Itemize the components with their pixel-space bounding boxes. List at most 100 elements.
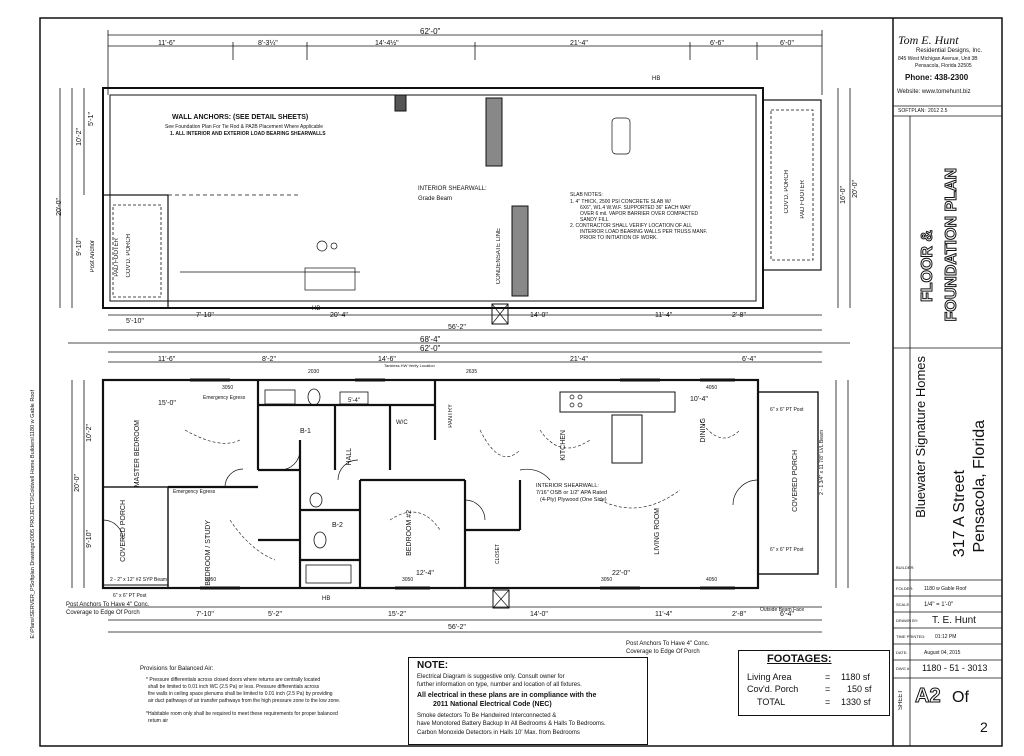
note-line: further information on type, number and … — [417, 682, 582, 688]
window-callout: 2635 — [466, 369, 478, 375]
sheet-of-value: 2 — [980, 719, 988, 735]
room-kitchen: KITCHEN — [560, 430, 567, 461]
post-anchors-note-right: Post Anchors To Have 4" Conc. — [626, 641, 710, 647]
floor-top-dim: 14'-6" — [378, 356, 396, 363]
sheet-title-1: FLOOR & — [919, 230, 937, 303]
provisions-line: shall be limited to 0.01 inch WC (2.5 Pa… — [148, 684, 320, 690]
floor-bottom-dim: 6'-4" — [780, 611, 794, 618]
floor-bottom-dim: 11'-4" — [655, 611, 673, 618]
note-line: Electrical Diagram is suggestive only. C… — [417, 674, 565, 680]
syp-beam: 2 - 2" x 12" #2 SYP Beam — [110, 577, 168, 583]
project-street: 317 A Street — [951, 470, 968, 558]
footage-label: Cov'd. Porch — [747, 684, 799, 694]
emergency-egress-2: Emergency Egress — [173, 489, 216, 495]
room-dim: 12'-4" — [416, 570, 434, 577]
provisions-title: Provisions for Balanced Air: — [140, 666, 214, 672]
wall-anchors-item: 1. ALL INTERIOR AND EXTERIOR LOAD BEARIN… — [170, 131, 326, 137]
floor-plan — [68, 342, 850, 633]
room-dining: DINING — [700, 418, 707, 443]
foundation-right-dim: 20'-0" — [852, 180, 859, 198]
foundation-overall-dim: 62'-0" — [420, 27, 441, 36]
slab-note: SANDY FILL — [580, 217, 609, 223]
foundation-hb: HB — [652, 76, 661, 82]
footage-value: 1330 sf — [841, 697, 871, 707]
condensate-line: CONDENSATE LINE — [496, 228, 502, 285]
provisions-line: *Habitable room only shall be required t… — [146, 711, 338, 717]
covd-porch-left: COV'D. PORCH — [126, 234, 132, 278]
window-callout: 3050 — [222, 385, 234, 391]
electrical-note: NOTE: Electrical Diagram is suggestive o… — [408, 657, 648, 745]
room-hall: HALL — [346, 448, 353, 466]
room-covered-porch-left: COVERED PORCH — [120, 500, 127, 562]
pt-post-right: 6" x 6" PT Post — [770, 407, 804, 413]
window-callout: 3050 — [402, 577, 414, 583]
room-bath-2: B-2 — [332, 522, 343, 529]
foundation-left-dim: 20'-0" — [56, 198, 63, 216]
footage-label: Living Area — [747, 672, 792, 682]
wall-anchors-title: WALL ANCHORS: (SEE DETAIL SHEETS) — [172, 114, 309, 121]
room-master-bedroom: MASTER BEDROOM — [134, 420, 141, 488]
floor-top-dim: 11'-6" — [158, 356, 176, 363]
floor-left-dim: 20'-0" — [74, 474, 81, 492]
softplan-value: 2012 2.5 — [928, 108, 948, 114]
dwg-label: DWG #: — [896, 666, 911, 671]
pad-footer-left: PAD FOOTER — [114, 238, 120, 277]
room-dim: 5'-4" — [348, 398, 360, 404]
provisions-line: air duct pathways of air transfer pathwa… — [148, 698, 341, 704]
sheet-of-label: Of — [952, 689, 969, 706]
footage-eq: = — [825, 684, 831, 694]
slab-note: INTERIOR LOAD BEARING WALLS PER TRUSS MA… — [580, 229, 708, 235]
provisions-line: * Pressure differentials across closed d… — [146, 677, 321, 683]
note-line: All electrical in these plans are in com… — [417, 692, 597, 699]
floor-left-dim: 10'-2" — [86, 424, 93, 442]
foundation-bottom-overall: 56'-2" — [448, 324, 466, 331]
post-anchors-note-right: Coverage to Edge Of Porch — [626, 649, 700, 655]
room-dim: 15'-0" — [158, 400, 176, 407]
floor-overall-dim: 68'-4" — [420, 335, 441, 344]
folder-value: 1180 w Gable Roof — [924, 586, 967, 592]
floor-bottom-overall: 56'-2" — [448, 624, 466, 631]
date-label: DATE: — [896, 650, 908, 655]
scale-value: 1/4" = 1'-0" — [924, 602, 954, 608]
sheet-number: A2 — [915, 685, 942, 707]
grade-beam-label: Grade Beam — [418, 196, 453, 202]
room-dim: 10'-4" — [690, 396, 708, 403]
footages-title: FOOTAGES: — [767, 653, 832, 665]
foundation-top-dim: 11'-6" — [158, 40, 176, 47]
company-address: Pensacola, Florida 32505 — [915, 63, 972, 69]
foundation-top-dim: 6'-6" — [710, 40, 724, 47]
interior-shearwall-label: INTERIOR SHEARWALL: — [418, 186, 487, 192]
lvl-beam: 2 - 1 3/4" x 11 7/8" LVL Beam — [819, 430, 825, 495]
floor-hb: HB — [322, 596, 331, 602]
dwg-value: 1180 - 51 - 3013 — [922, 663, 988, 673]
interior-shearwall-title: INTERIOR SHEARWALL: — [536, 483, 599, 489]
foundation-bottom-dim: 14'-0" — [530, 312, 548, 319]
slab-note: OVER 6 mil. VAPOR BARRIER OVER COMPACTED — [580, 211, 699, 217]
room-living: LIVING ROOM — [654, 508, 661, 555]
interior-shearwall-line: 7/16" OSB or 1/2" APA Rated — [536, 490, 608, 496]
foundation-top-dim: 21'-4" — [570, 40, 588, 47]
time-label: TIME PRINTED: — [896, 634, 926, 639]
note-line: Carbon Monoxide Detectors in Halls 10' M… — [417, 730, 580, 736]
foundation-left-dim: 9'-10" — [76, 238, 83, 256]
room-covered-porch-right: COVERED PORCH — [792, 450, 799, 512]
window-callout: 3050 — [601, 577, 613, 583]
room-dim: 22'-0" — [612, 570, 630, 577]
foundation-bottom-dim: 2'-8" — [732, 312, 746, 319]
foundation-bottom-dim: 11'-4" — [655, 312, 673, 319]
foundation-left-dim: 10'-2" — [76, 128, 83, 146]
window-callout: 4050 — [706, 577, 718, 583]
client-name: Bluewater Signature Homes — [913, 356, 928, 518]
floor-left-dim: 9'-10" — [86, 530, 93, 548]
time-value: 01:12 PM — [935, 634, 957, 640]
note-line: have Monotored Battery Backup In All Bed… — [417, 721, 606, 727]
window-callout: 2030 — [308, 369, 320, 375]
tankless-hw-label: Tankless HW Verify Location — [384, 363, 435, 368]
floor-top-dim: 8'-2" — [262, 356, 276, 363]
foundation-left-dim: 5'-1" — [88, 112, 95, 126]
provisions-line: fire walls in ceiling space plenums shal… — [148, 691, 333, 697]
wall-anchors-sub: See Foundation Plan For Tie Rod & PA2B P… — [165, 124, 324, 130]
covd-porch-right: COV'D. PORCH — [784, 170, 790, 214]
company-phone: Phone: 438-2300 — [905, 73, 969, 82]
